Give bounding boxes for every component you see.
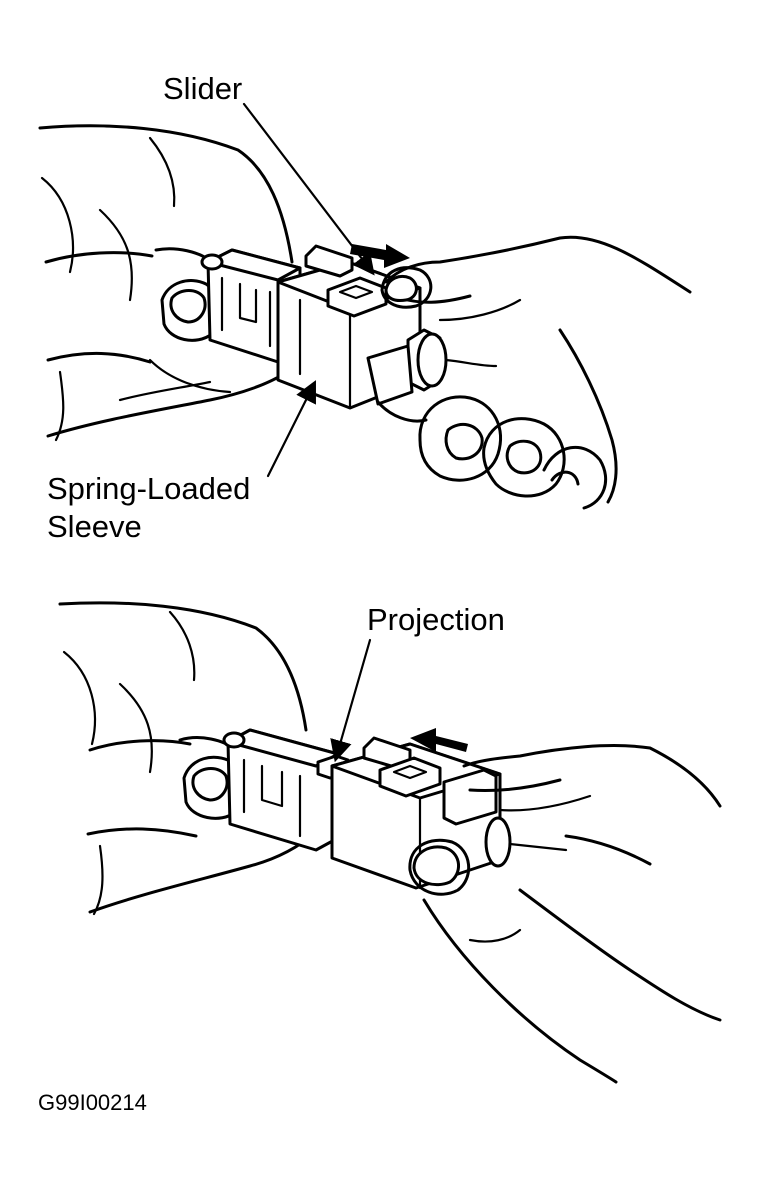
projection-leader-line: [330, 638, 372, 763]
spring-loaded-sleeve-label-line2: Sleeve: [47, 509, 142, 544]
left-hand-bottom: [58, 601, 318, 916]
projection-label: Projection: [367, 602, 505, 637]
left-hand-top: [38, 124, 294, 442]
direction-arrow-right-icon: [350, 244, 410, 268]
right-hand-bottom: [408, 744, 722, 1084]
slider-leader-line: [242, 102, 375, 276]
spring-loaded-sleeve-label-line1: Spring-Loaded: [47, 471, 250, 506]
figure-code: G99I00214: [38, 1090, 147, 1115]
sleeve-leader-line: [266, 380, 316, 478]
right-hand-top: [376, 235, 692, 510]
bottom-illustration: [58, 601, 722, 1084]
connector-top: [200, 244, 498, 410]
slider-label: Slider: [163, 71, 242, 106]
top-illustration: [38, 124, 692, 510]
direction-arrow-left-icon: [410, 728, 468, 752]
connector-bottom: [222, 728, 568, 890]
